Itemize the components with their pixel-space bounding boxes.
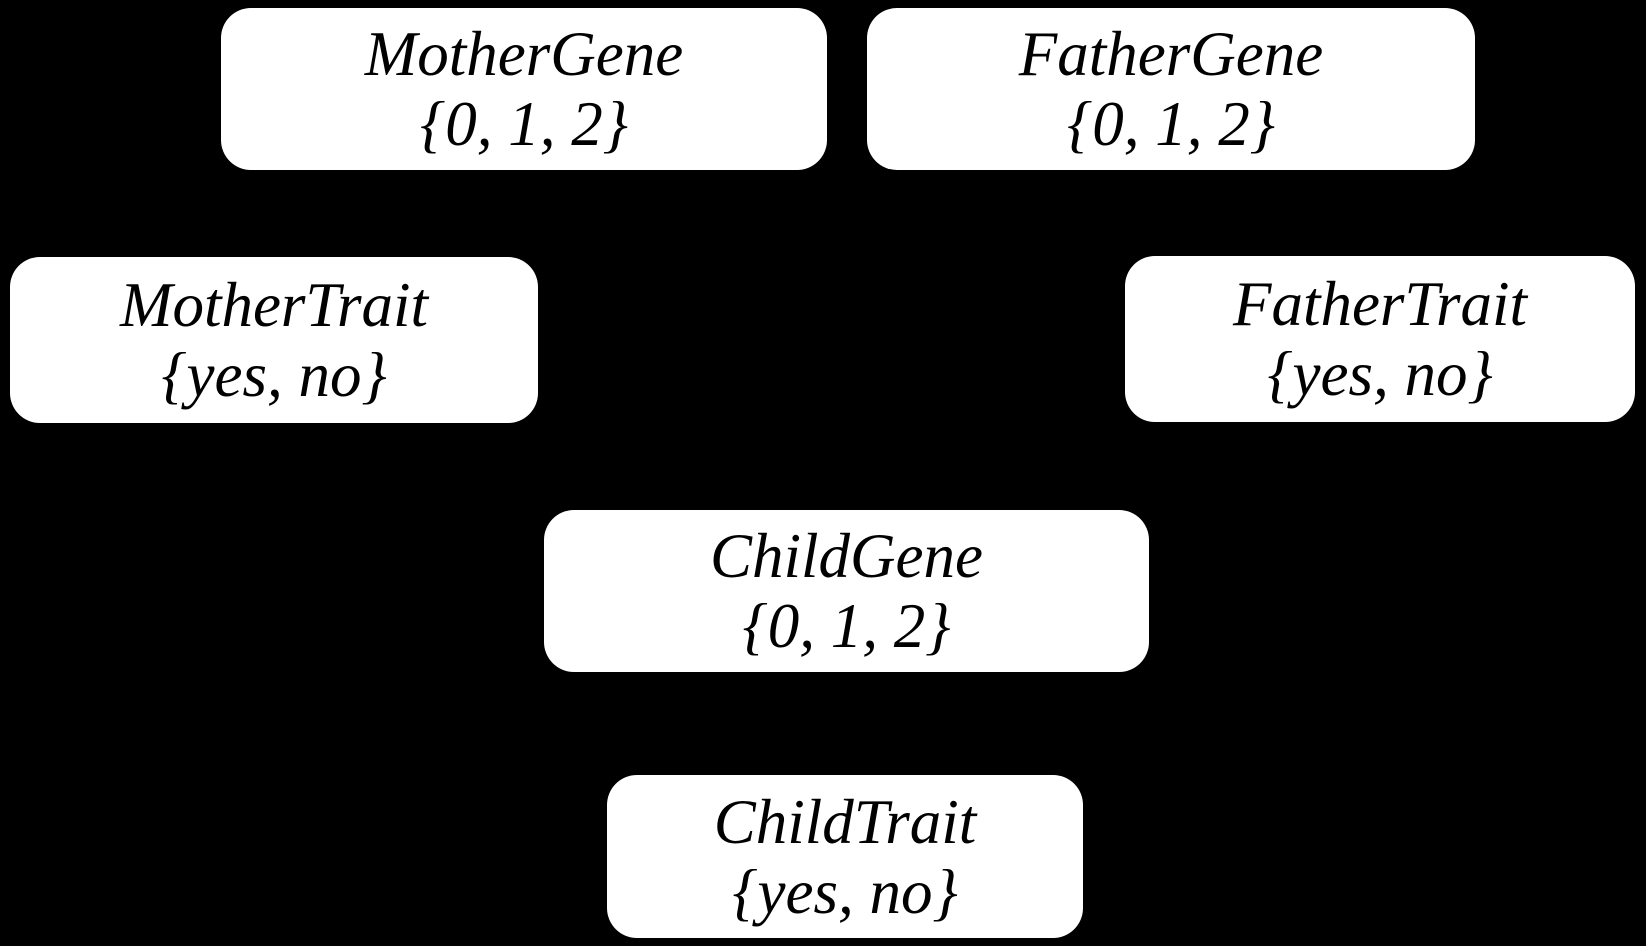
node-child-trait: ChildTrait {yes, no} [607,775,1083,938]
node-child-trait-label: ChildTrait [713,786,977,857]
node-child-trait-values: {yes, no} [732,856,958,927]
node-mother-gene-label: MotherGene [364,19,684,89]
node-father-trait-values: {yes, no} [1267,339,1493,409]
node-child-gene-label: ChildGene [710,521,983,591]
node-mother-trait: MotherTrait {yes, no} [10,257,538,423]
node-father-trait: FatherTrait {yes, no} [1125,256,1635,422]
node-child-gene: ChildGene {0, 1, 2} [544,510,1149,672]
node-child-gene-values: {0, 1, 2} [742,591,951,661]
node-father-gene-label: FatherGene [1018,19,1324,89]
node-mother-trait-label: MotherTrait [119,270,429,340]
node-mother-gene-values: {0, 1, 2} [420,89,628,159]
node-father-gene-values: {0, 1, 2} [1067,89,1275,159]
node-mother-trait-values: {yes, no} [161,340,387,410]
node-father-trait-label: FatherTrait [1232,269,1528,339]
node-father-gene: FatherGene {0, 1, 2} [867,8,1475,170]
node-mother-gene: MotherGene {0, 1, 2} [221,8,827,170]
